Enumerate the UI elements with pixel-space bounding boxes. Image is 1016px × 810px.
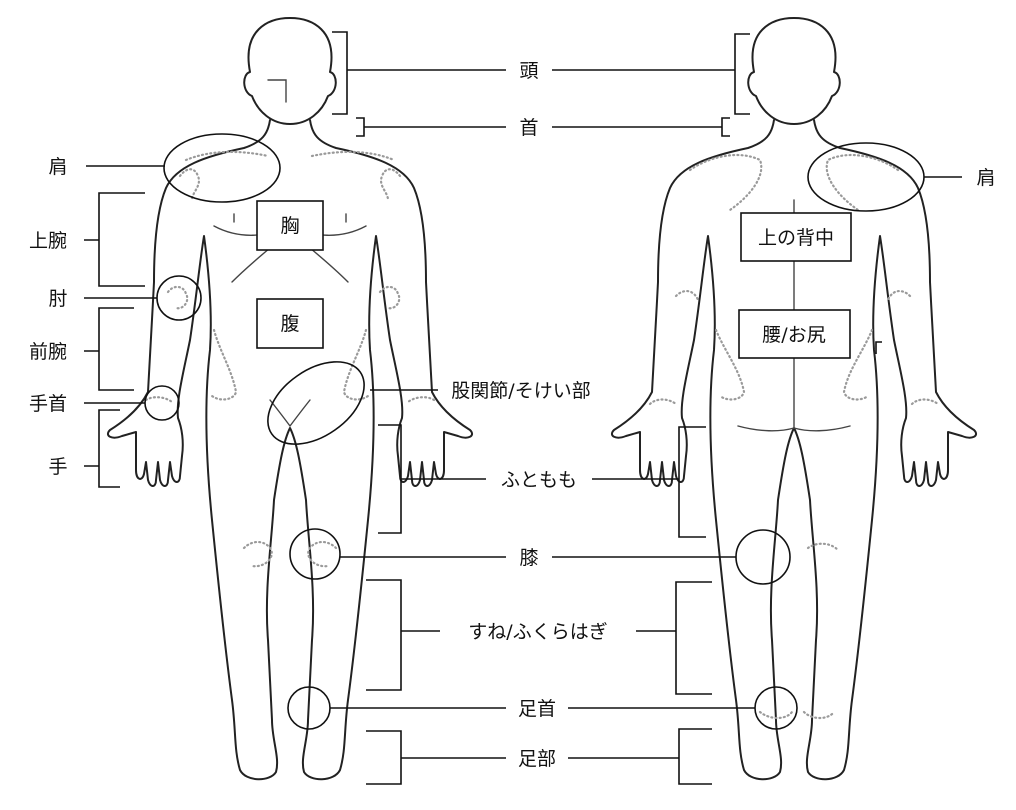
ankle-label: 足首 — [518, 698, 556, 720]
hand-label: 手 — [48, 456, 67, 478]
foot-label: 足部 — [518, 748, 556, 770]
knee-label: 膝 — [519, 547, 538, 569]
elbow-ring — [156, 275, 202, 321]
wrist-label: 手首 — [29, 393, 67, 415]
upper-back-box — [740, 212, 852, 262]
chest-box — [256, 200, 324, 251]
shin-calf-label: すね/ふくらはぎ — [468, 621, 607, 643]
back-knee-ring — [735, 529, 791, 585]
lower-back-label: 腰/お尻 — [762, 324, 825, 346]
shoulder-back-label: 肩 — [976, 167, 995, 189]
chest-label: 胸 — [280, 215, 299, 237]
back-body-figure — [610, 17, 978, 781]
abdomen-box — [256, 298, 324, 349]
abdomen-label: 腹 — [280, 313, 299, 335]
upper-back-label: 上の背中 — [758, 227, 834, 249]
neck-label: 首 — [519, 117, 538, 139]
front-body-figure — [106, 17, 474, 781]
wrist-ring — [144, 385, 180, 421]
shoulder-front-label: 肩 — [48, 156, 67, 178]
thigh-label: ふともも — [501, 469, 577, 491]
upper-arm-label: 上腕 — [29, 230, 67, 252]
lower-back-box — [738, 309, 851, 359]
hip-joint-label: 股関節/そけい部 — [451, 380, 590, 402]
head-label: 頭 — [519, 60, 538, 82]
elbow-label: 肘 — [48, 288, 67, 310]
front-knee-ring — [289, 528, 341, 580]
hip-joint-ring — [267, 361, 365, 445]
front-shoulder-ring — [163, 133, 281, 203]
forearm-label: 前腕 — [29, 341, 67, 363]
back-shoulder-ring — [807, 142, 925, 212]
